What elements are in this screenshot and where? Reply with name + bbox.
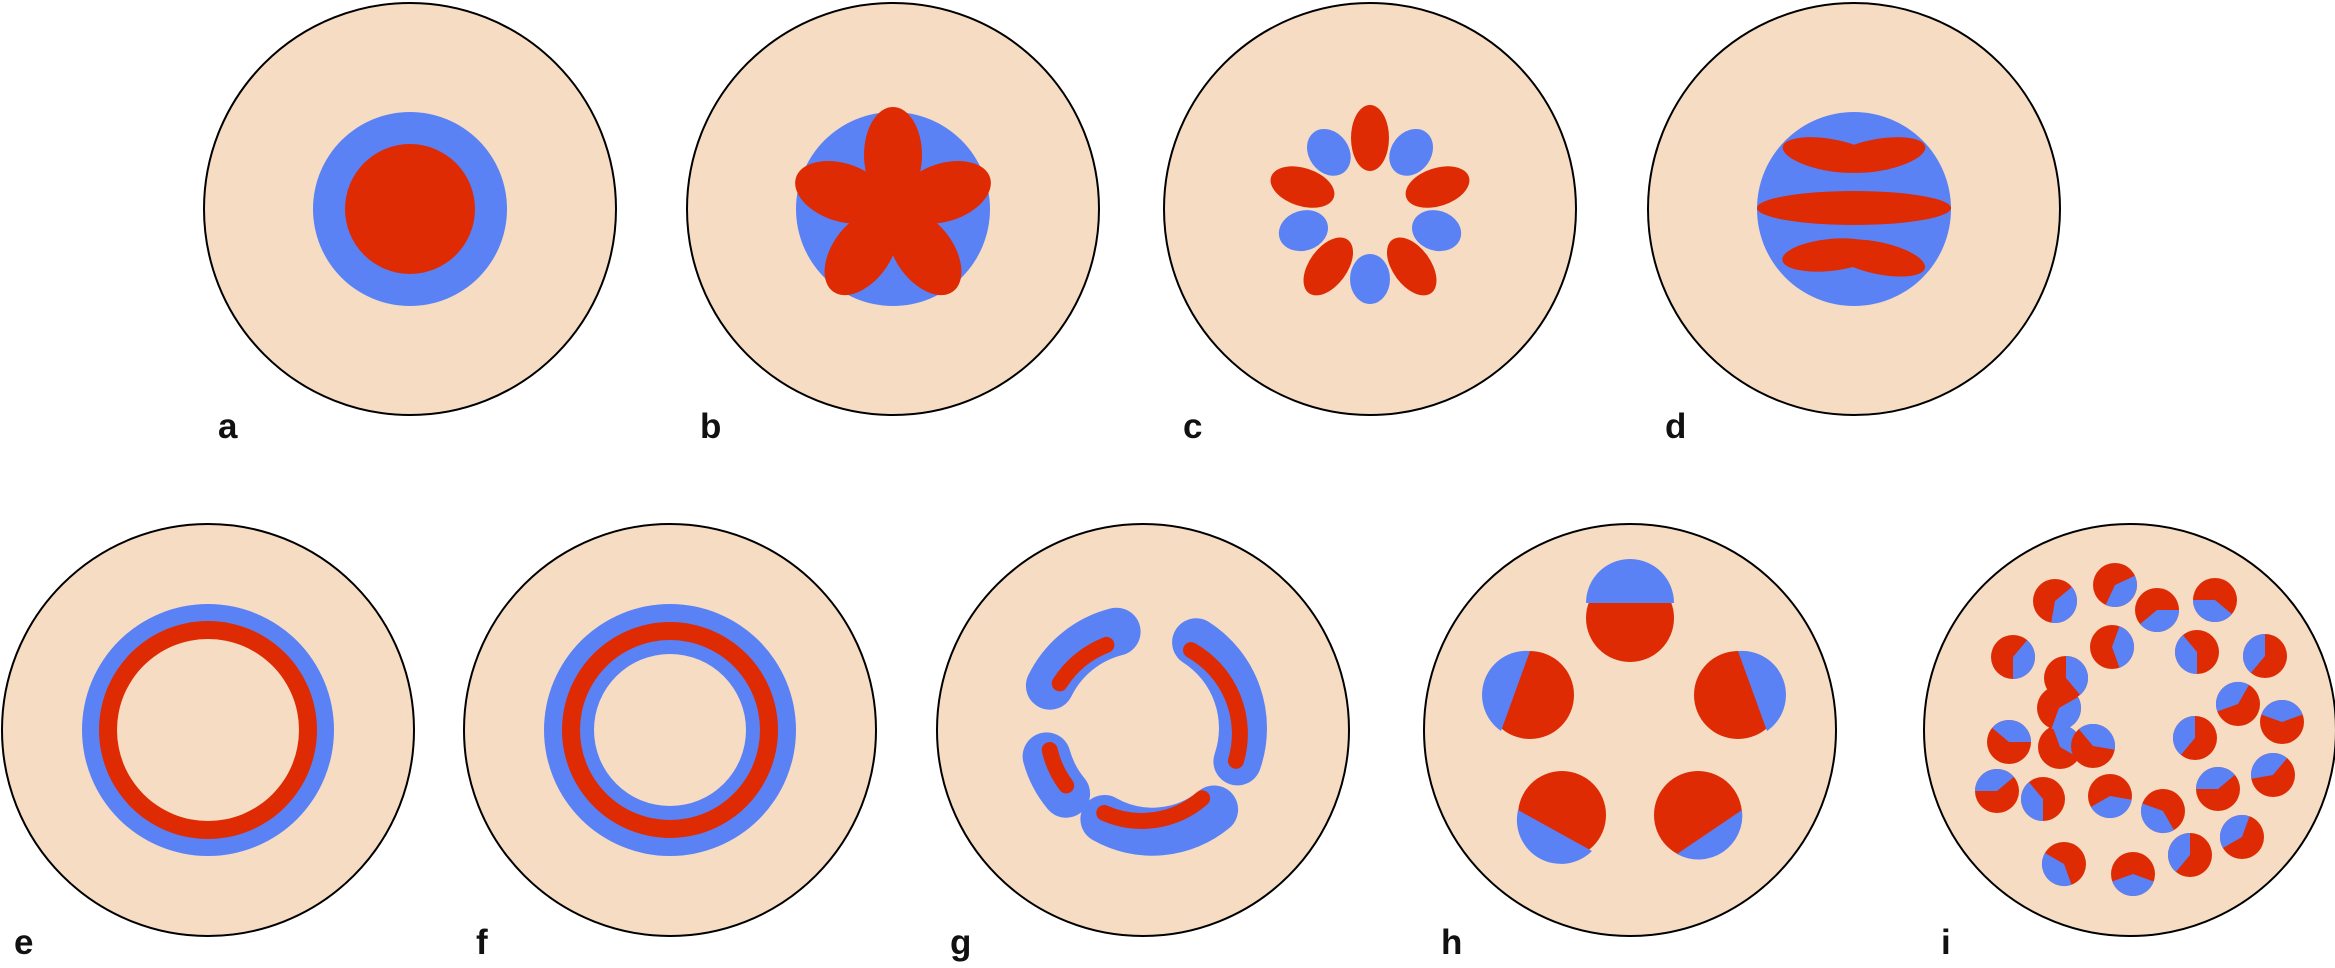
micronucleus: [2135, 588, 2179, 633]
micronucleus: [2111, 852, 2155, 897]
micronucleus: [2196, 766, 2240, 811]
panel-h: h: [1423, 523, 1837, 962]
micronucleus: [2193, 578, 2237, 623]
micronucleus: [1991, 635, 2036, 679]
micronucleus: [2020, 777, 2065, 821]
panel-label-d: d: [1665, 407, 1686, 446]
panel-g: g: [936, 523, 1350, 962]
inner-space: [117, 639, 299, 821]
nucleus-bottom-left: [1516, 771, 1606, 864]
micronucleus: [2090, 625, 2135, 669]
micronucleus: [2167, 833, 2212, 877]
micronucleus: [2140, 789, 2185, 834]
panel-label-c: c: [1183, 407, 1202, 446]
panel-d: d: [1647, 2, 2061, 446]
panel-label-b: b: [700, 407, 721, 446]
panel-c: c: [1163, 2, 1577, 446]
nucleus-top: [1586, 559, 1674, 662]
micronucleus: [1987, 719, 2031, 764]
micronucleus: [2242, 634, 2287, 678]
nucleus-left: [1482, 650, 1574, 739]
red-chromosome-bands: [1757, 137, 1951, 277]
panel-label-g: g: [950, 923, 971, 962]
micronucleus: [2215, 681, 2260, 726]
cell-outline: [936, 523, 1350, 937]
nucleus-right: [1694, 650, 1786, 739]
micronucleus: [1975, 768, 2019, 813]
micronucleus: [2041, 842, 2086, 887]
micronucleus: [2174, 630, 2219, 674]
panel-label-e: e: [14, 923, 33, 962]
blue-ellipses: [1278, 128, 1462, 304]
micronucleus: [2093, 563, 2137, 607]
micronucleus: [2037, 686, 2082, 731]
panel-a: a: [203, 2, 617, 446]
panel-label-a: a: [218, 407, 238, 446]
red-star-shape: [795, 107, 991, 296]
micronucleus: [2219, 814, 2264, 859]
panel-label-i: i: [1941, 923, 1951, 962]
micronucleus: [2033, 579, 2078, 624]
panel-b: b: [686, 2, 1100, 446]
panel-label-f: f: [476, 923, 488, 962]
micronucleus: [2172, 716, 2217, 760]
cell-outline: [1163, 2, 1577, 416]
micronuclei-group: [1975, 563, 2304, 897]
nucleus-bottom-right: [1654, 771, 1743, 860]
red-core: [345, 144, 475, 274]
panel-label-h: h: [1441, 923, 1462, 962]
micronucleus: [2088, 774, 2132, 819]
micronucleus: [2071, 723, 2116, 768]
panel-f: f: [463, 523, 877, 962]
micronucleus: [2250, 752, 2295, 797]
inner-space: [594, 654, 746, 806]
red-arc-segments: [1041, 636, 1248, 829]
micronucleus: [2260, 699, 2304, 744]
red-ellipses: [1270, 105, 1470, 296]
panel-i: i: [1923, 523, 2335, 962]
panel-e: e: [1, 523, 415, 962]
